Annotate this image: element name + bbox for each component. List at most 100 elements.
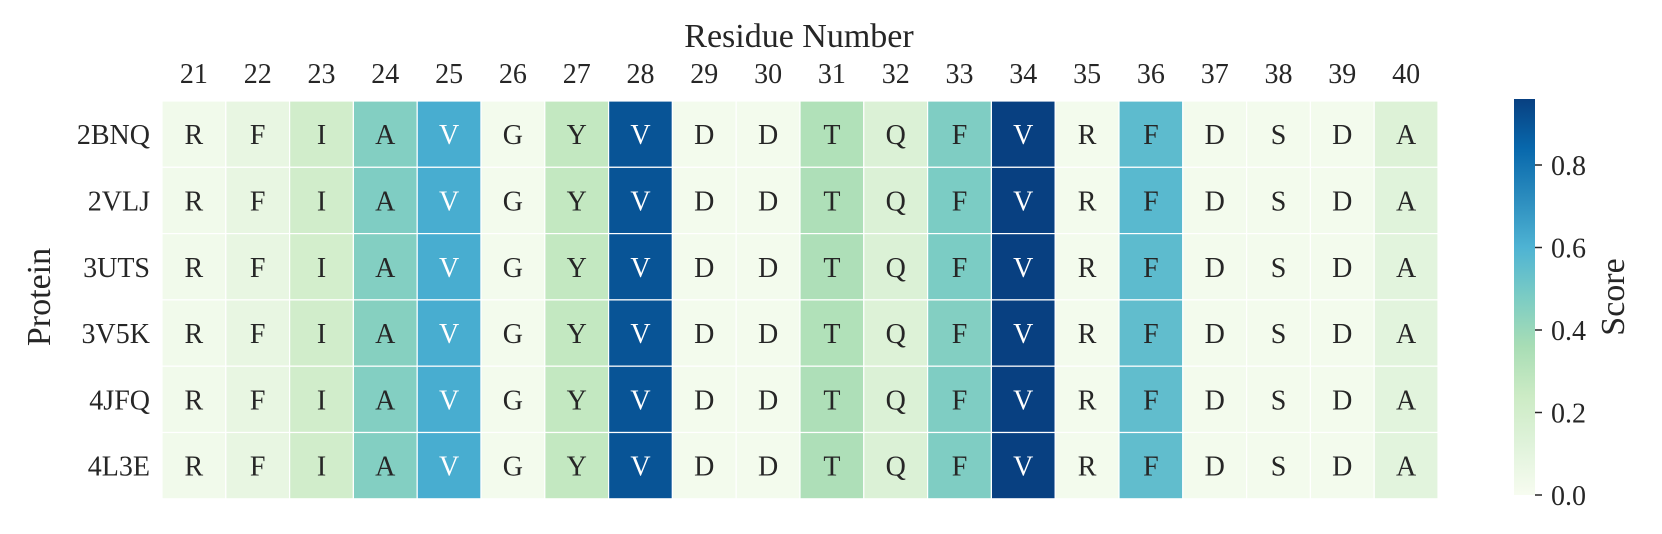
- cell-residue-label: F: [250, 452, 266, 483]
- cell-residue-label: G: [503, 385, 523, 416]
- heatmap-cell: [1309, 100, 1375, 168]
- heatmap-cell: [225, 233, 291, 301]
- cell-residue-label: D: [758, 186, 778, 217]
- cell-residue-label: D: [758, 120, 778, 151]
- cell-residue-label: A: [375, 120, 396, 151]
- cell-residue-label: F: [952, 186, 968, 217]
- heatmap-cell: [1373, 431, 1439, 500]
- colorbar-tick-label: 0.6: [1551, 234, 1586, 265]
- heatmap-cell: [544, 299, 610, 367]
- heatmap-cell: [544, 166, 610, 235]
- cell-residue-label: S: [1271, 319, 1287, 350]
- heatmap-cell: [926, 299, 992, 367]
- cell-residue-label: F: [1143, 385, 1159, 416]
- cell-residue-label: I: [317, 186, 326, 217]
- heatmap-cell: [1118, 431, 1184, 500]
- heatmap-cell: [1118, 233, 1184, 301]
- heatmap-cell: [671, 233, 737, 301]
- colorbar-tick-label: 0.2: [1551, 399, 1586, 430]
- y-tick-label: 2BNQ: [77, 120, 150, 151]
- heatmap-cell: [161, 365, 227, 434]
- cell-residue-label: Q: [886, 385, 906, 416]
- cell-residue-label: I: [317, 253, 326, 284]
- cell-residue-label: S: [1271, 253, 1287, 284]
- cell-residue-label: R: [1078, 186, 1097, 217]
- cell-residue-label: V: [630, 253, 650, 284]
- cell-residue-label: R: [185, 253, 204, 284]
- cell-residue-label: T: [823, 253, 840, 284]
- heatmap-cell: [544, 365, 610, 434]
- heatmap-cell: [416, 365, 482, 434]
- heatmap-cell: [289, 431, 355, 500]
- cell-residue-label: D: [758, 385, 778, 416]
- cell-residue-label: A: [375, 319, 396, 350]
- heatmap-cell: [1054, 299, 1120, 367]
- cell-residue-label: D: [1332, 253, 1352, 284]
- cell-residue-label: A: [1396, 253, 1417, 284]
- cell-residue-label: A: [375, 186, 396, 217]
- heatmap-cell: [161, 299, 227, 367]
- cell-residue-label: F: [250, 120, 266, 151]
- cell-residue-label: T: [823, 120, 840, 151]
- cell-residue-label: F: [952, 120, 968, 151]
- cell-residue-label: A: [375, 452, 396, 483]
- cell-residue-label: S: [1271, 385, 1287, 416]
- cell-residue-label: F: [1143, 120, 1159, 151]
- heatmap-cell: [1182, 166, 1248, 235]
- cell-residue-label: D: [758, 452, 778, 483]
- cell-residue-label: D: [1332, 186, 1352, 217]
- heatmap-cell: [1118, 299, 1184, 367]
- cell-residue-label: A: [375, 253, 396, 284]
- cell-residue-label: A: [1396, 319, 1417, 350]
- cell-residue-label: V: [439, 186, 459, 217]
- cell-residue-label: Y: [567, 319, 587, 350]
- x-tick-label: 32: [882, 59, 910, 90]
- heatmap-cell: [799, 233, 865, 301]
- cell-residue-label: T: [823, 385, 840, 416]
- cell-residue-label: V: [1013, 319, 1033, 350]
- heatmap-cell: [1054, 365, 1120, 434]
- cell-residue-label: V: [630, 120, 650, 151]
- heatmap-cell: [416, 431, 482, 500]
- heatmap-cell: [480, 233, 546, 301]
- cell-residue-label: D: [1205, 319, 1225, 350]
- heatmap-cell: [799, 166, 865, 235]
- heatmap-cell: [352, 365, 418, 434]
- y-tick-label: 2VLJ: [88, 186, 150, 217]
- heatmap-cell: [1182, 365, 1248, 434]
- heatmap-cell: [289, 100, 355, 168]
- heatmap-cell: [863, 299, 929, 367]
- heatmap-cell: [607, 233, 673, 301]
- cell-residue-label: D: [694, 452, 714, 483]
- cell-residue-label: R: [1078, 319, 1097, 350]
- cell-residue-label: V: [439, 319, 459, 350]
- colorbar-tick-label: 0.8: [1551, 151, 1586, 182]
- x-tick-label: 27: [563, 59, 591, 90]
- x-tick-label: 30: [754, 59, 782, 90]
- cell-residue-label: D: [694, 253, 714, 284]
- heatmap-cell: [607, 365, 673, 434]
- cell-residue-label: D: [694, 186, 714, 217]
- colorbar-ticks: 0.00.20.40.60.8: [1535, 151, 1586, 512]
- heatmap-cell: [671, 299, 737, 367]
- colorbar-tick-label: 0.4: [1551, 316, 1586, 347]
- heatmap-cell: [289, 365, 355, 434]
- cell-residue-label: S: [1271, 452, 1287, 483]
- cell-residue-label: V: [630, 186, 650, 217]
- heatmap-cell: [1118, 166, 1184, 235]
- heatmap-cell: [607, 299, 673, 367]
- cell-residue-label: R: [185, 120, 204, 151]
- heatmap-cell: [735, 431, 801, 500]
- cell-residue-label: D: [1205, 385, 1225, 416]
- cell-residue-label: D: [758, 253, 778, 284]
- cell-residue-label: A: [1396, 186, 1417, 217]
- cell-residue-label: A: [1396, 385, 1417, 416]
- heatmap-cell: [1118, 100, 1184, 168]
- cell-residue-label: S: [1271, 120, 1287, 151]
- cell-residue-label: V: [1013, 120, 1033, 151]
- cell-residue-label: V: [439, 120, 459, 151]
- cell-residue-label: T: [823, 452, 840, 483]
- cell-residue-label: T: [823, 319, 840, 350]
- cell-residue-label: F: [250, 319, 266, 350]
